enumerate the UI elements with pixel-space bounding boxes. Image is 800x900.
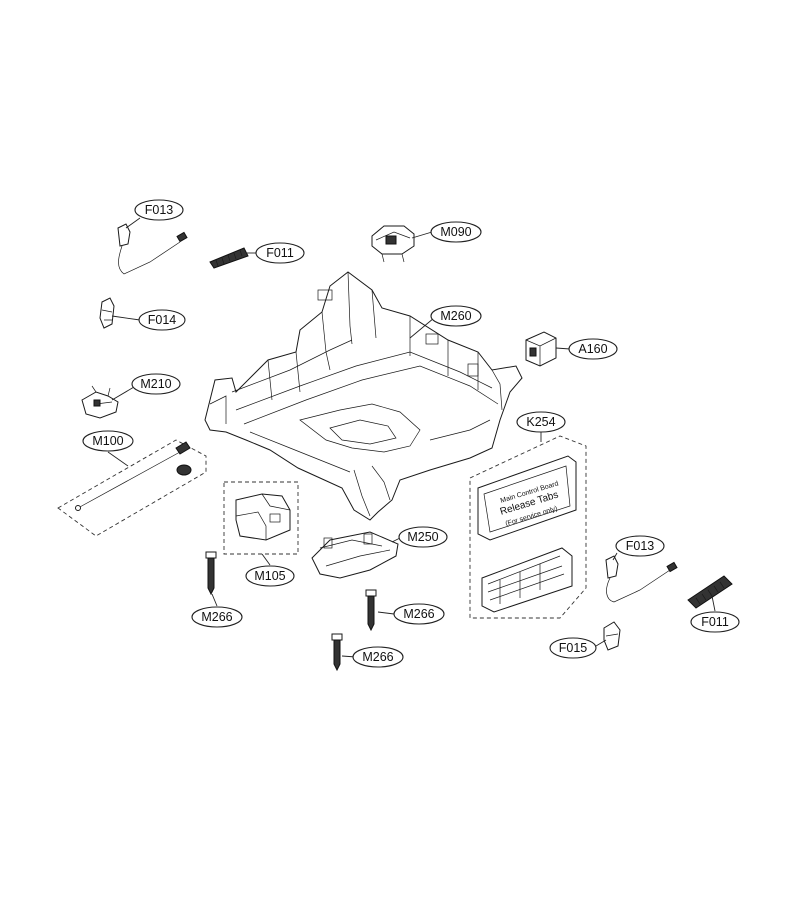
callout-f015: F015 [549,637,597,659]
callout-f014: F014 [138,309,186,331]
callout-m266-bottom-text: M266 [362,650,393,664]
callout-m250-text: M250 [407,530,438,544]
f014-latch-part [99,297,115,329]
callout-m260-text: M260 [440,309,471,323]
callout-m210: M210 [131,373,181,395]
callout-f013-top: F013 [134,199,184,221]
f013-top-switch-part [117,223,188,275]
callout-m105-text: M105 [254,569,285,583]
callout-m266-mid: M266 [393,603,445,625]
callout-m090: M090 [430,221,482,243]
f013-right-switch-part [605,555,678,603]
callout-k254: K254 [516,411,566,433]
callout-m266-left: M266 [191,606,243,628]
callout-m266-mid-text: M266 [403,607,434,621]
callout-m250: M250 [398,526,448,548]
a160-connector-part [525,331,557,367]
callout-f013-top-text: F013 [145,203,174,217]
callout-f014-text: F014 [148,313,177,327]
f011-top-spring-part [209,247,249,269]
m210-actuator-part [81,385,119,419]
callout-m210-text: M210 [140,377,171,391]
m266-screw-bottom-part [331,633,343,672]
callout-f013-right-text: F013 [626,539,655,553]
m266-screw-left-part [205,551,217,596]
callout-m100: M100 [82,430,134,452]
callout-k254-text: K254 [526,415,555,429]
m090-bracket-part [371,225,415,263]
callout-f011-top-text: F011 [266,246,294,260]
k254-control-board-assembly: Main Control Board Release Tabs (For ser… [469,435,587,619]
base-frame-part [204,271,523,521]
callout-f011-top: F011 [255,242,305,264]
callout-f011-right-text: F011 [701,615,729,629]
callout-a160-text: A160 [578,342,607,356]
callout-f011-right: F011 [690,611,740,633]
callout-m105: M105 [245,565,295,587]
callout-m266-left-text: M266 [201,610,232,624]
m105-bracket-assembly [223,481,299,555]
m250-bracket-part [311,531,399,579]
f015-latch-part [603,621,621,651]
callout-f013-right: F013 [615,535,665,557]
callout-m100-text: M100 [92,434,123,448]
m100-rod-assembly [57,439,207,537]
f011-right-spring-part [687,575,733,609]
callout-m260: M260 [430,305,482,327]
callout-m090-text: M090 [440,225,471,239]
m266-screw-mid-part [365,589,377,632]
callout-f015-text: F015 [559,641,588,655]
callout-m266-bottom: M266 [352,646,404,668]
callout-a160: A160 [568,338,618,360]
